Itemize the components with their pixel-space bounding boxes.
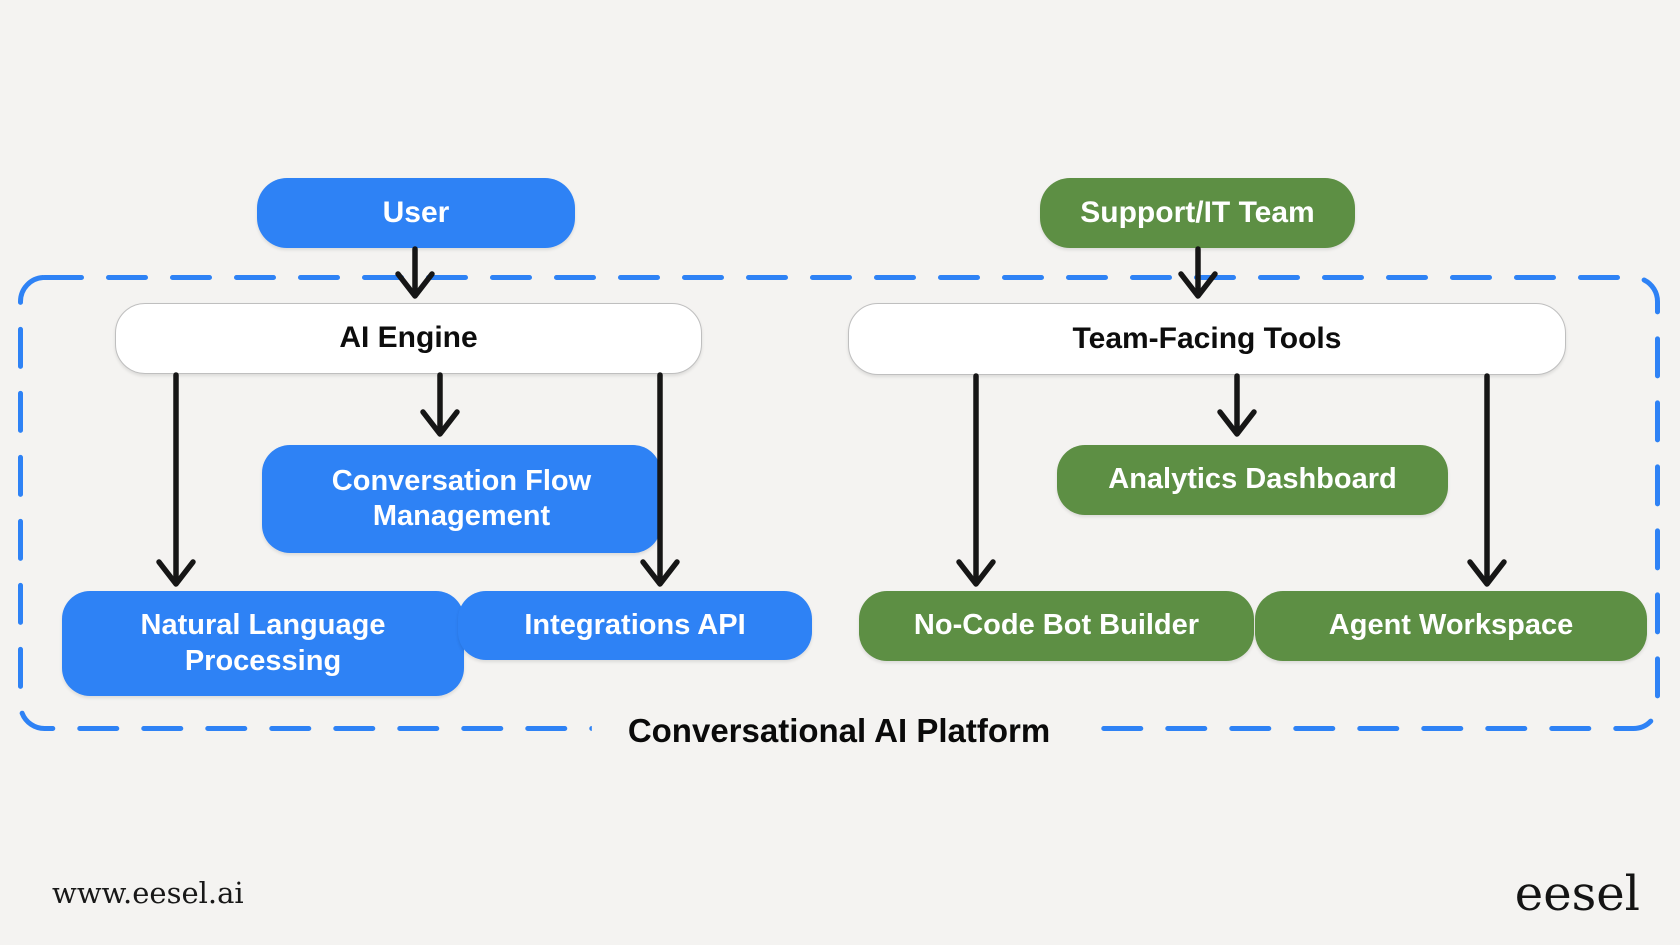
website-url: www.eesel.ai: [52, 876, 244, 910]
user-node: User: [257, 178, 575, 248]
conversation-flow-management-node: Conversation Flow Management: [262, 445, 661, 553]
no-code-bot-builder-node: No-Code Bot Builder: [859, 591, 1254, 661]
team-facing-tools-node: Team-Facing Tools: [848, 303, 1566, 375]
support-it-team-node: Support/IT Team: [1040, 178, 1355, 248]
platform-boundary: Conversational AI Platform: [18, 275, 1660, 755]
eesel-logo: eesel: [1514, 866, 1640, 922]
dashed-border: [18, 275, 1660, 731]
platform-label: Conversational AI Platform: [591, 707, 1087, 755]
natural-language-processing-node: Natural Language Processing: [62, 591, 464, 696]
agent-workspace-node: Agent Workspace: [1255, 591, 1647, 661]
ai-engine-node: AI Engine: [115, 303, 702, 374]
integrations-api-node: Integrations API: [458, 591, 812, 660]
analytics-dashboard-node: Analytics Dashboard: [1057, 445, 1448, 515]
